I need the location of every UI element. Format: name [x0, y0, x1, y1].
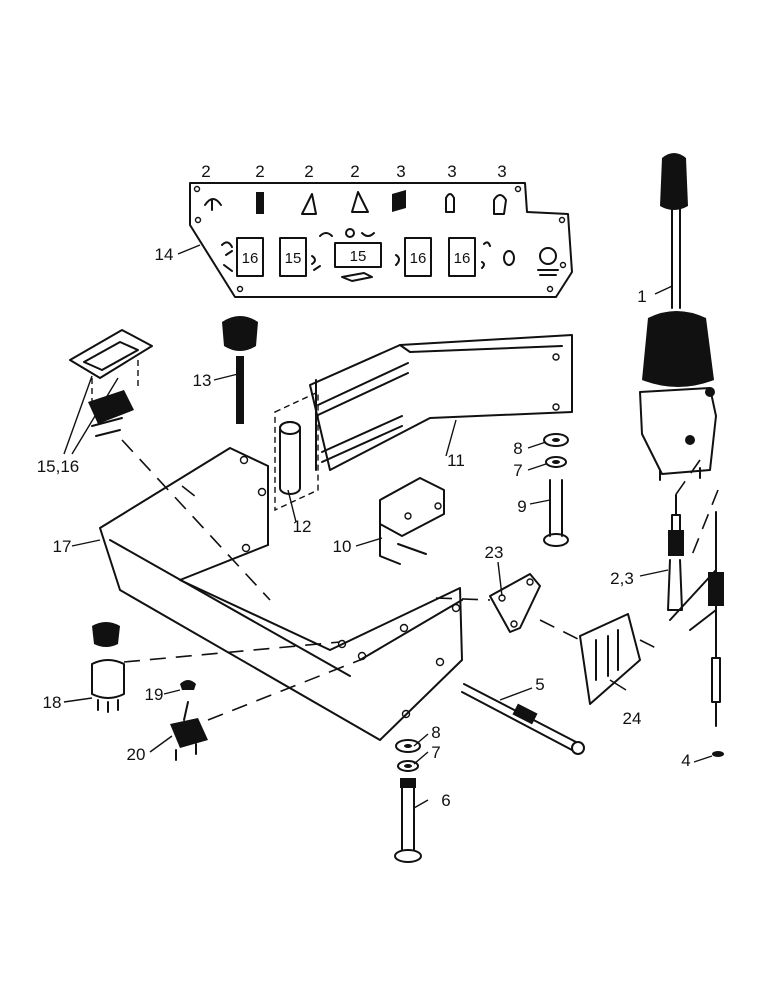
bracket-arm: [274, 334, 573, 512]
gauge-box-5: [448, 237, 476, 277]
panel-top-label-1: 2: [201, 162, 210, 181]
mounting-bracket: [379, 477, 445, 565]
ignition-icon: [539, 247, 557, 265]
panel-top-label-6: 3: [447, 162, 456, 181]
spacer-tube: [279, 421, 301, 495]
joystick-lever: [639, 153, 717, 481]
callout-7-lower: 7: [431, 743, 440, 762]
panel-symbol-row: [204, 190, 507, 215]
callout-13: 13: [193, 371, 212, 390]
panel-top-label-5: 3: [396, 162, 405, 181]
callout-20: 20: [127, 745, 146, 764]
guide-plate: [579, 613, 661, 705]
gauge-box-3-label: 15: [350, 248, 367, 265]
cable-assembly: [667, 459, 724, 757]
bolt-set-lower: [394, 739, 422, 863]
toggle-switch: [170, 659, 361, 761]
callout-2-3: 2,3: [610, 569, 634, 588]
gauge-box-3: [334, 242, 382, 268]
gauge-box-4: [404, 237, 432, 277]
control-panel: 16 15 15 16 16: [189, 182, 573, 298]
leader-lines: [63, 244, 713, 809]
gauge-box-2-label: 15: [285, 250, 302, 267]
callout-19: 19: [145, 685, 164, 704]
mounting-plate: [435, 573, 581, 641]
callout-10: 10: [333, 537, 352, 556]
indicator-lamp-icon: [503, 250, 515, 266]
panel-top-label-2: 2: [255, 162, 264, 181]
gauge-box-5-label: 16: [454, 250, 471, 267]
callout-17: 17: [53, 537, 72, 556]
callout-8-upper: 8: [513, 439, 522, 458]
callout-15-16: 15,16: [37, 457, 80, 476]
callout-9: 9: [517, 497, 526, 516]
callout-18: 18: [43, 693, 62, 712]
callout-5: 5: [535, 675, 544, 694]
callout-7-upper: 7: [513, 461, 522, 480]
panel-top-label-3: 2: [304, 162, 313, 181]
callout-6: 6: [441, 791, 450, 810]
gauge-box-2: [279, 237, 307, 277]
callout-4: 4: [681, 751, 690, 770]
gauge-box-4-label: 16: [410, 250, 427, 267]
rocker-switch: [69, 329, 153, 437]
callout-8-lower: 8: [431, 723, 440, 742]
callout-12: 12: [293, 517, 312, 536]
bolt-set-upper: [543, 433, 569, 547]
callout-24: 24: [623, 709, 642, 728]
callout-14: 14: [155, 245, 174, 264]
gauge-box-1-label: 16: [242, 250, 259, 267]
gauge-box-1: [236, 237, 264, 277]
callout-23: 23: [485, 543, 504, 562]
selector-switch: [91, 622, 341, 713]
callout-11: 11: [447, 451, 465, 470]
long-bolt: [461, 683, 585, 755]
main-bracket: [99, 439, 463, 741]
panel-top-label-7: 3: [497, 162, 506, 181]
panel-top-label-4: 2: [350, 162, 359, 181]
callout-1: 1: [637, 287, 646, 306]
knob-bolt: [222, 316, 258, 424]
